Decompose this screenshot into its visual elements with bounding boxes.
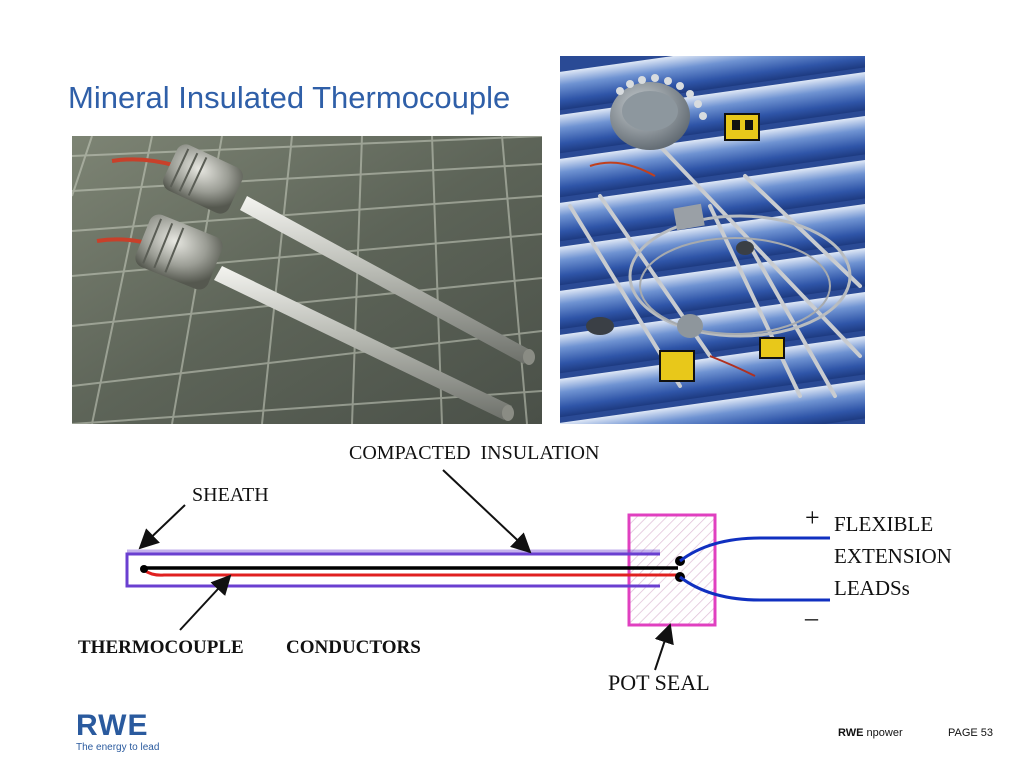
rwe-logo-word: RWE <box>76 711 159 741</box>
rwe-logo-tagline: The energy to lead <box>76 742 159 753</box>
rwe-logo: RWE The energy to lead <box>76 711 159 753</box>
page-number: PAGE 53 <box>948 727 993 739</box>
label-flexible: FLEXIBLE <box>834 512 933 536</box>
label-plus: + <box>805 503 820 532</box>
label-pot-seal: POT SEAL <box>608 670 710 695</box>
sheath-outline <box>127 554 660 586</box>
thermocouple-diagram: COMPACTED INSULATION SHEATH THERMOCOUPLE… <box>60 430 980 700</box>
footer-brand-rest: npower <box>867 727 903 739</box>
thermocouple-assortment-photo <box>560 56 865 424</box>
label-extension: EXTENSION <box>834 544 952 568</box>
label-sheath: SHEATH <box>192 484 269 506</box>
label-minus: – <box>804 603 819 632</box>
footer-brand: RWE npower <box>838 727 903 739</box>
pot-seal-box <box>629 515 715 625</box>
label-compacted-insulation: COMPACTED INSULATION <box>349 442 599 464</box>
label-conductors: CONDUCTORS <box>286 637 421 658</box>
thermocouple-probes-photo <box>72 136 542 424</box>
label-leads: LEADSs <box>834 576 910 600</box>
label-thermocouple: THERMOCOUPLE <box>78 637 244 658</box>
slide-title: Mineral Insulated Thermocouple <box>68 80 510 116</box>
footer-brand-bold: RWE <box>838 727 863 739</box>
conductor-red <box>144 570 678 575</box>
